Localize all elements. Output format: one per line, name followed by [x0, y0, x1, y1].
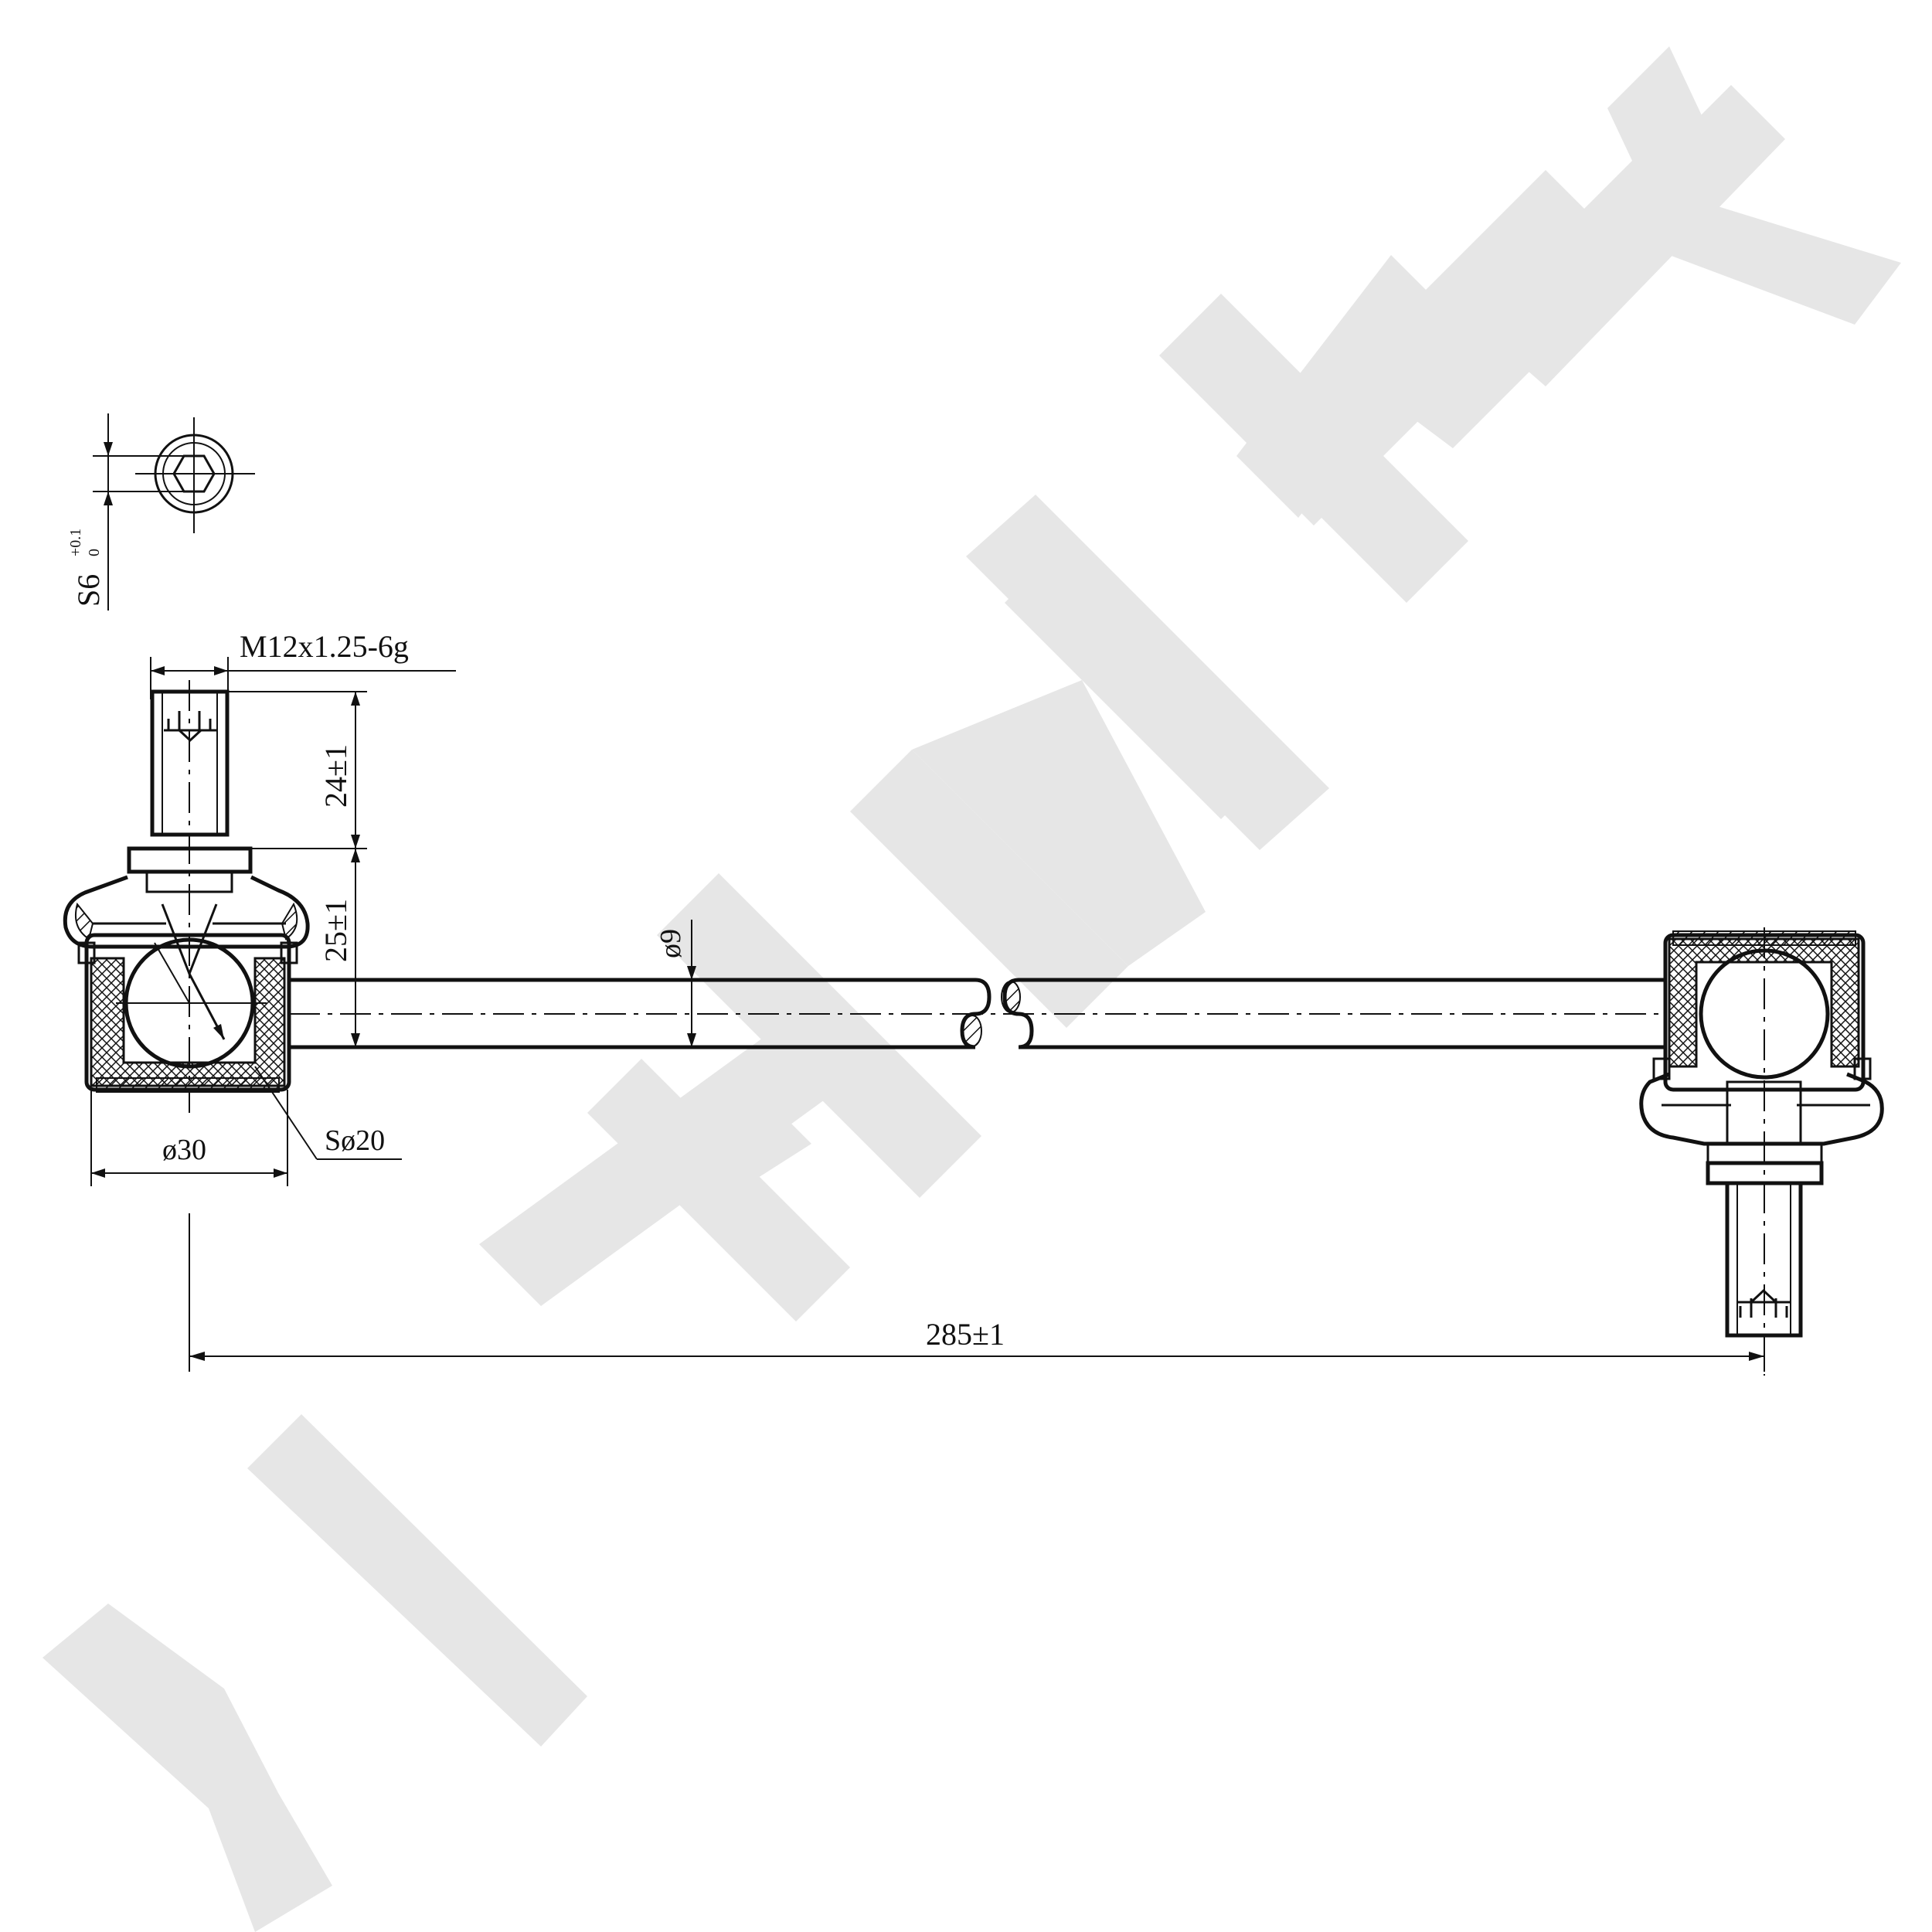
hex-socket-label: S6: [71, 574, 106, 607]
stud-length-label: 24±1: [318, 744, 353, 808]
watermark-logo: [43, 46, 1901, 1932]
left-ball-joint: [63, 680, 310, 1113]
housing-diameter-label: ø30: [162, 1134, 206, 1166]
ball-diameter-label: Sø20: [325, 1124, 385, 1157]
housing-diameter-dimension: ø30: [90, 1090, 288, 1186]
thread-dimension: M12x1.25-6g: [150, 629, 456, 699]
hex-socket-detail: S6 +0.1 0: [67, 413, 255, 611]
hex-socket-tol-lower: 0: [86, 549, 103, 556]
thread-label: M12x1.25-6g: [240, 629, 409, 664]
hex-socket-tol-upper: +0.1: [67, 529, 84, 556]
overall-length-dimension: 285±1: [189, 1213, 1765, 1372]
rod-diameter-dimension: ø9: [655, 920, 696, 1047]
ball-diameter-dimension: Sø20: [254, 1066, 402, 1160]
stud-height-dimensions: 24±1 25±1: [228, 691, 367, 1048]
overall-length-label: 285±1: [926, 1317, 1005, 1352]
rod-diameter-label: ø9: [655, 929, 687, 958]
neck-height-label: 25±1: [318, 899, 353, 962]
right-ball-joint: [1639, 927, 1884, 1376]
connecting-rod: [289, 978, 1665, 1049]
